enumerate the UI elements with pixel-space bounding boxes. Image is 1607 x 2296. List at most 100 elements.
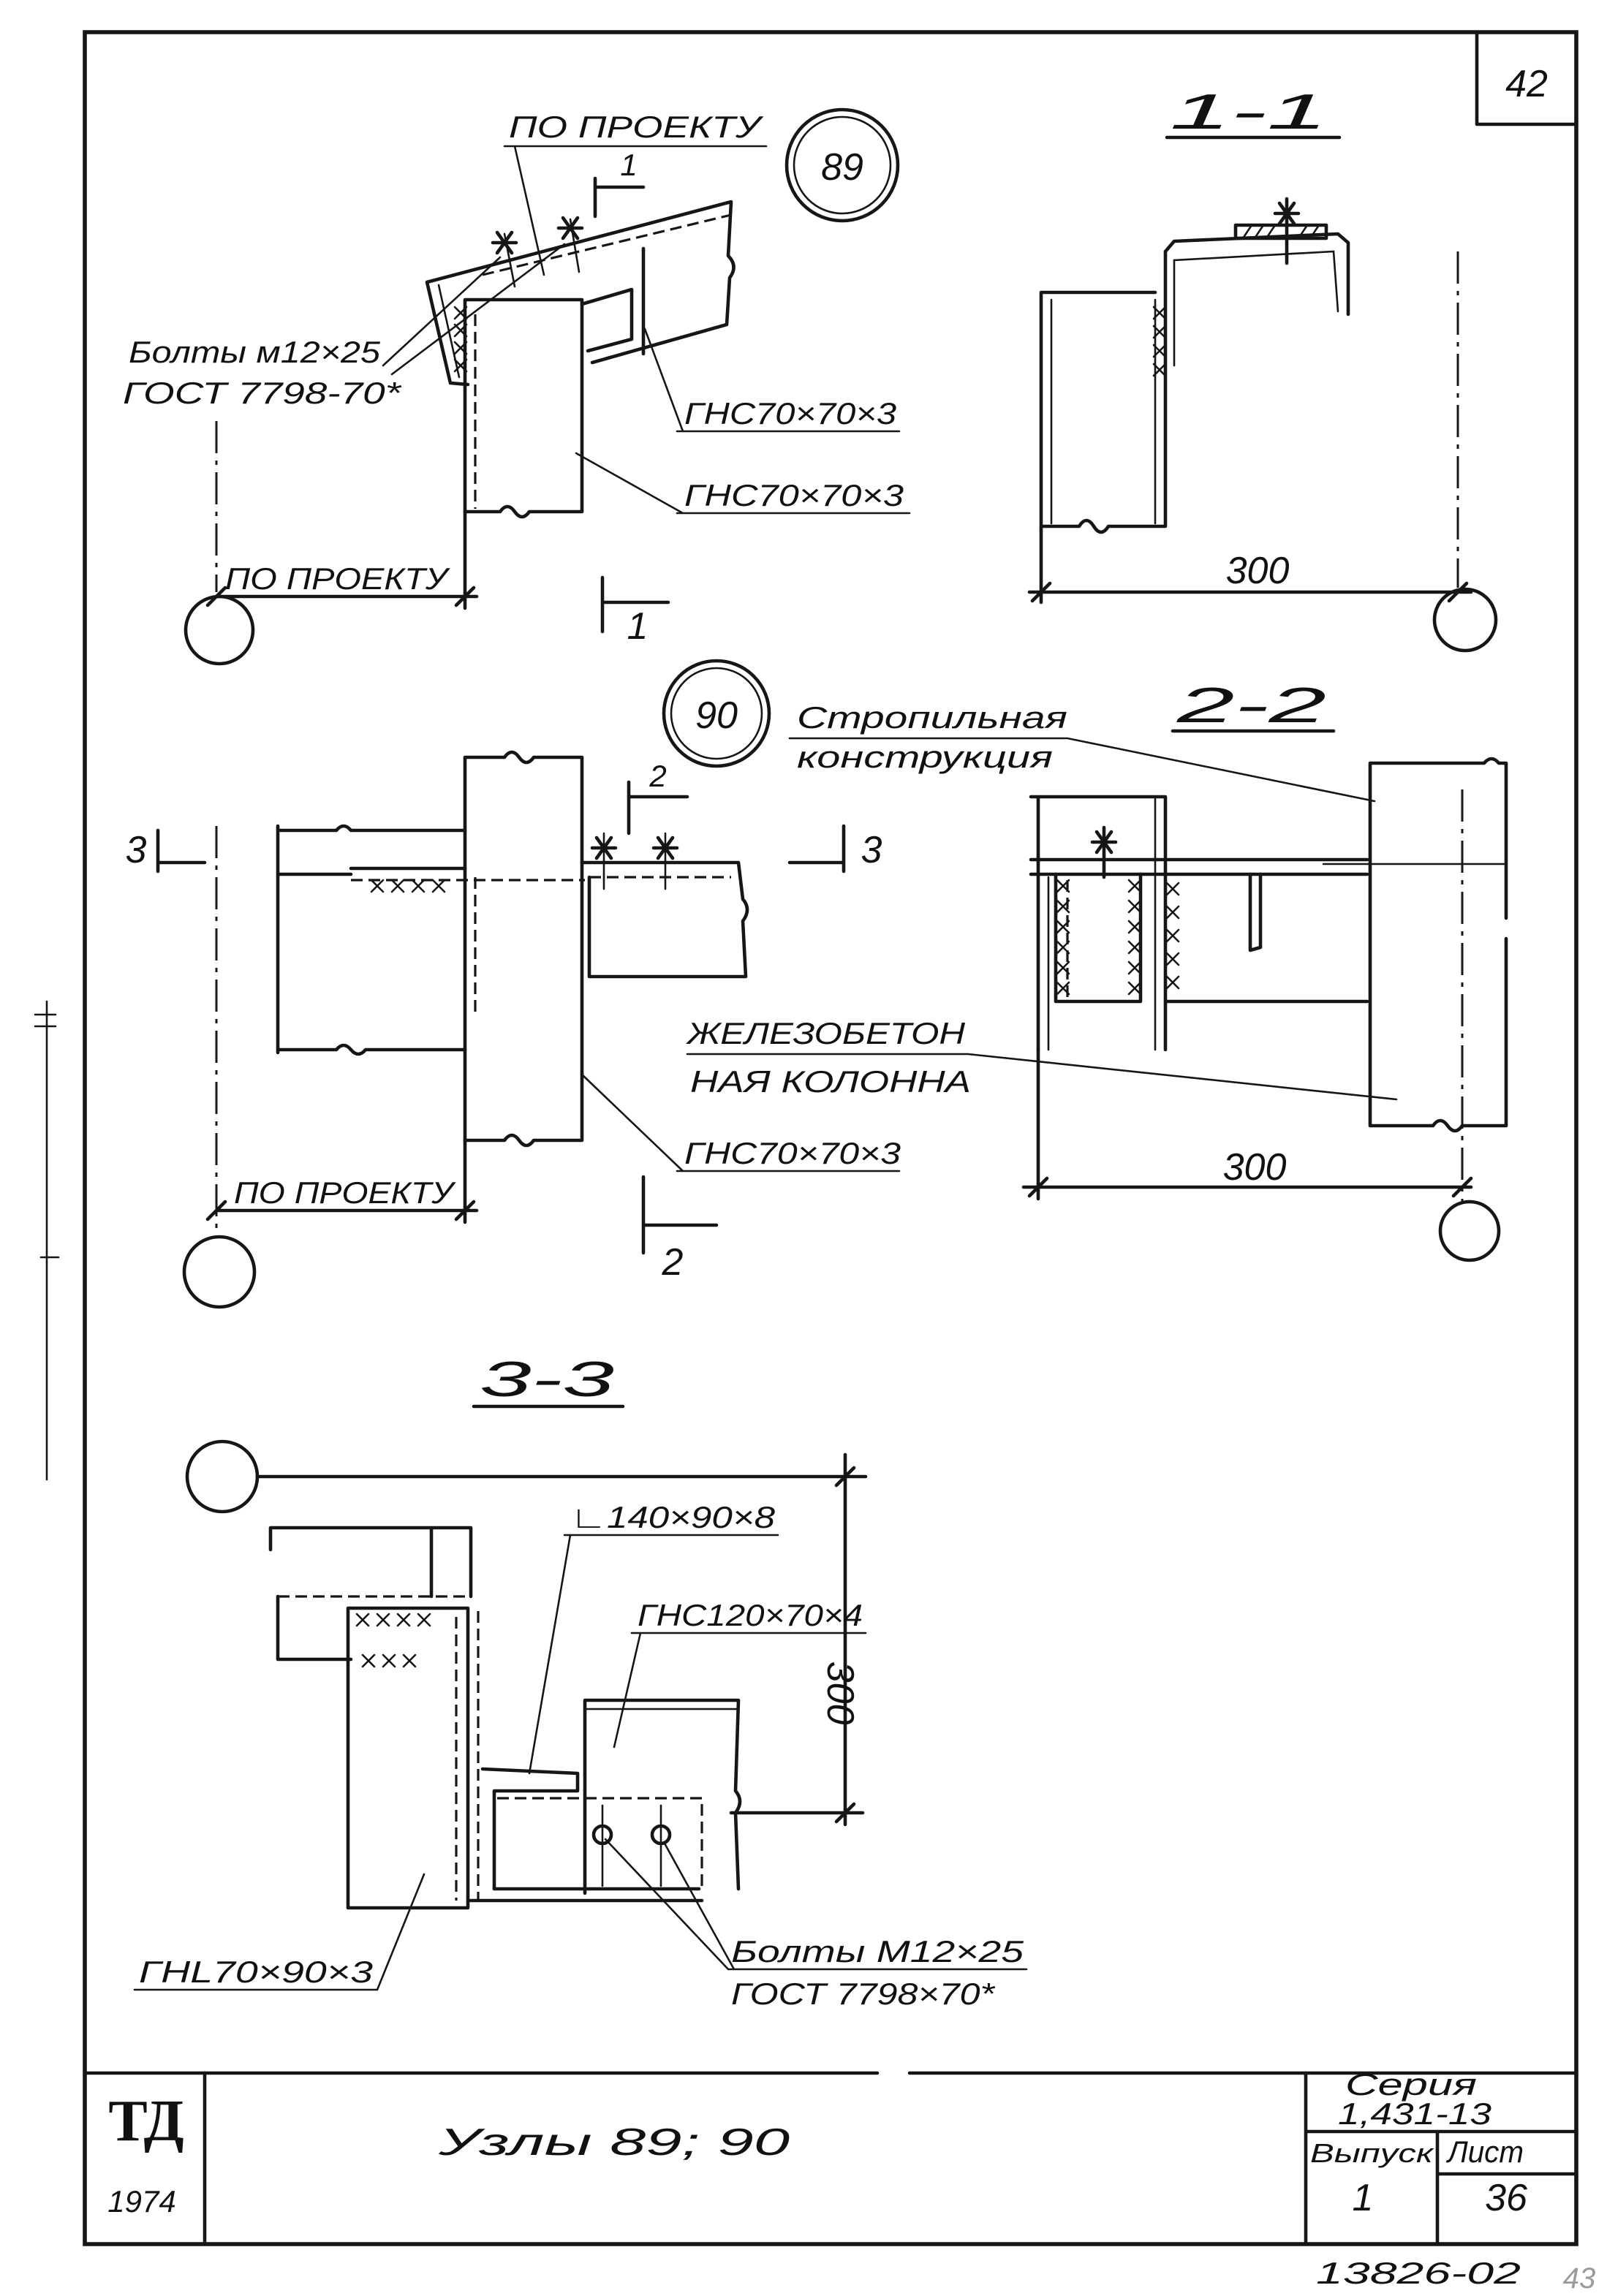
dimension-line [205,509,479,610]
grid-axis-bubble [185,1439,260,1514]
cut-line-2-top [627,780,689,836]
weld-cross-mark [1152,363,1167,377]
column-outline [1029,795,1168,1052]
node-90-marker-inner [670,667,763,760]
bolts-standard-label: ГОСТ 7798-70* [123,376,402,410]
weld-cross-mark [1056,981,1070,996]
support-plate [1029,857,1369,876]
dimension-value: 300 [1226,550,1290,592]
column-outline [346,1606,470,1910]
stiffener [1248,872,1263,952]
section-3-3-title: 3-3 [480,1352,614,1407]
cut-mark-2-top: 2 [649,759,666,793]
weld-cross-mark [1152,344,1167,358]
weld-cross-mark [1127,940,1142,955]
margin-mark: 43 [1563,2262,1596,2295]
dimension-value: 300 [1223,1146,1287,1189]
bolt-line [602,832,667,890]
concrete-column-outline [1368,757,1508,1133]
rafter-label-line1: Стропильная [797,700,1067,735]
rafter-outline [268,1526,473,1662]
weld-cross-mark [376,1613,390,1627]
dimension-line [1027,527,1473,605]
cut-mark-1-bottom: 1 [627,605,649,648]
channel-profile-label: ГНС120×70×4 [638,1598,863,1632]
weld-cross-mark [411,879,426,893]
left-rafter-outline [276,824,467,1056]
weld-cross-mark [390,879,405,893]
column-inner-edge [1047,795,1157,1051]
grid-axis-bubble [184,594,255,666]
weld-cross-mark [1056,961,1070,975]
dimension-line [205,1138,479,1224]
bolts-label: Болты М12×25 [731,1934,1024,1969]
issue-label: Выпуск [1310,2138,1435,2168]
cut-mark-3-left: 3 [126,829,147,871]
dimension-value: 300 [819,1662,861,1725]
cut-mark-2-bottom: 2 [662,1241,684,1284]
concrete-label-line1: ЖЕЛЕЗОБЕТОН [686,1016,966,1050]
bolts-standard-label: ГОСТ 7798×70* [731,1977,996,2011]
node-89-marker-outer [784,107,900,223]
grid-axis-bubble [1438,1200,1501,1262]
cut-line-1-bottom [600,575,670,634]
inner-box [497,1797,703,1889]
weld-cross-mark [1127,961,1142,975]
weld-cross-mark [396,1613,411,1627]
weld-cross-mark [1056,879,1070,893]
organization-logo-text: ТД [108,2089,184,2153]
cut-mark-1-top: 1 [620,148,637,182]
bolt-star-symbol [1273,201,1301,226]
year: 1974 [107,2184,175,2219]
series-value: 1,431-13 [1338,2096,1491,2131]
weld-cross-mark [382,1653,396,1668]
bolt-star-symbol [1090,830,1118,855]
margin-line [34,1000,60,1481]
weld-cross-mark [1165,882,1180,896]
section-2-2-title: 2-2 [1176,678,1326,733]
node-89-marker-label: 89 [821,146,863,189]
leader-lines [382,145,911,515]
weld-cross-mark [355,1613,370,1627]
weld-cross-mark [453,323,468,338]
note-by-project-top: ПО ПРОЕКТУ [509,110,764,144]
section-2-2: 2-2 ЖЕЛЕЗОБЕТОН НАЯ КОЛОННА 300 [686,678,1508,1262]
weld-cross-mark [417,1613,431,1627]
weld-cross-mark [1165,928,1180,943]
column-profile-label: ГНС70×70×3 [684,478,904,512]
dimension-by-project-label: ПО ПРОЕКТУ [225,561,451,596]
sheet-label: Лист [1445,2134,1524,2169]
weld-cross-mark [370,879,385,893]
cut-mark-3-right: 3 [861,829,882,871]
weld-cross-mark [361,1653,376,1668]
weld-cross-mark [1165,952,1180,966]
weld-cross-mark [1056,920,1070,934]
sheet-value: 36 [1485,2177,1527,2219]
leader-line [686,1053,1398,1101]
grid-axis-bubble [1432,587,1498,653]
weld-cross-mark [1127,981,1142,996]
rafter-label-line2: конструкция [797,740,1053,774]
frame-border [83,30,1578,2246]
bolt-star-symbol [651,836,679,860]
cut-line-3-left [156,828,207,874]
sheet-frame: 42 [34,30,1578,2246]
cut-line-3-right [787,824,846,874]
section-1-1: 1-1 300 [1027,84,1498,653]
sheet-number-box [1475,30,1578,126]
bolt-star-symbol [491,230,518,255]
cut-line-2-bottom [641,1175,719,1255]
rafter-profile-label: ГНС70×70×3 [684,396,896,431]
rafter-channel [1163,232,1350,317]
section-1-1-title: 1-1 [1170,84,1328,140]
bolt-line [601,1804,662,1887]
weld-cross-mark [1056,899,1070,914]
title-block: ТД 1974 Узлы 89; 90 Серия 1,431-13 Выпус… [107,2067,1527,2219]
rafter-flange-line [482,213,732,276]
node-90-marker-label: 90 [695,694,738,737]
weld-cross-mark [431,879,446,893]
dimension-line [729,1452,865,1827]
bent-angle-profile-label: ГНL70×90×3 [139,1955,373,1989]
dimension-by-project-label: ПО ПРОЕКТУ [234,1175,457,1210]
